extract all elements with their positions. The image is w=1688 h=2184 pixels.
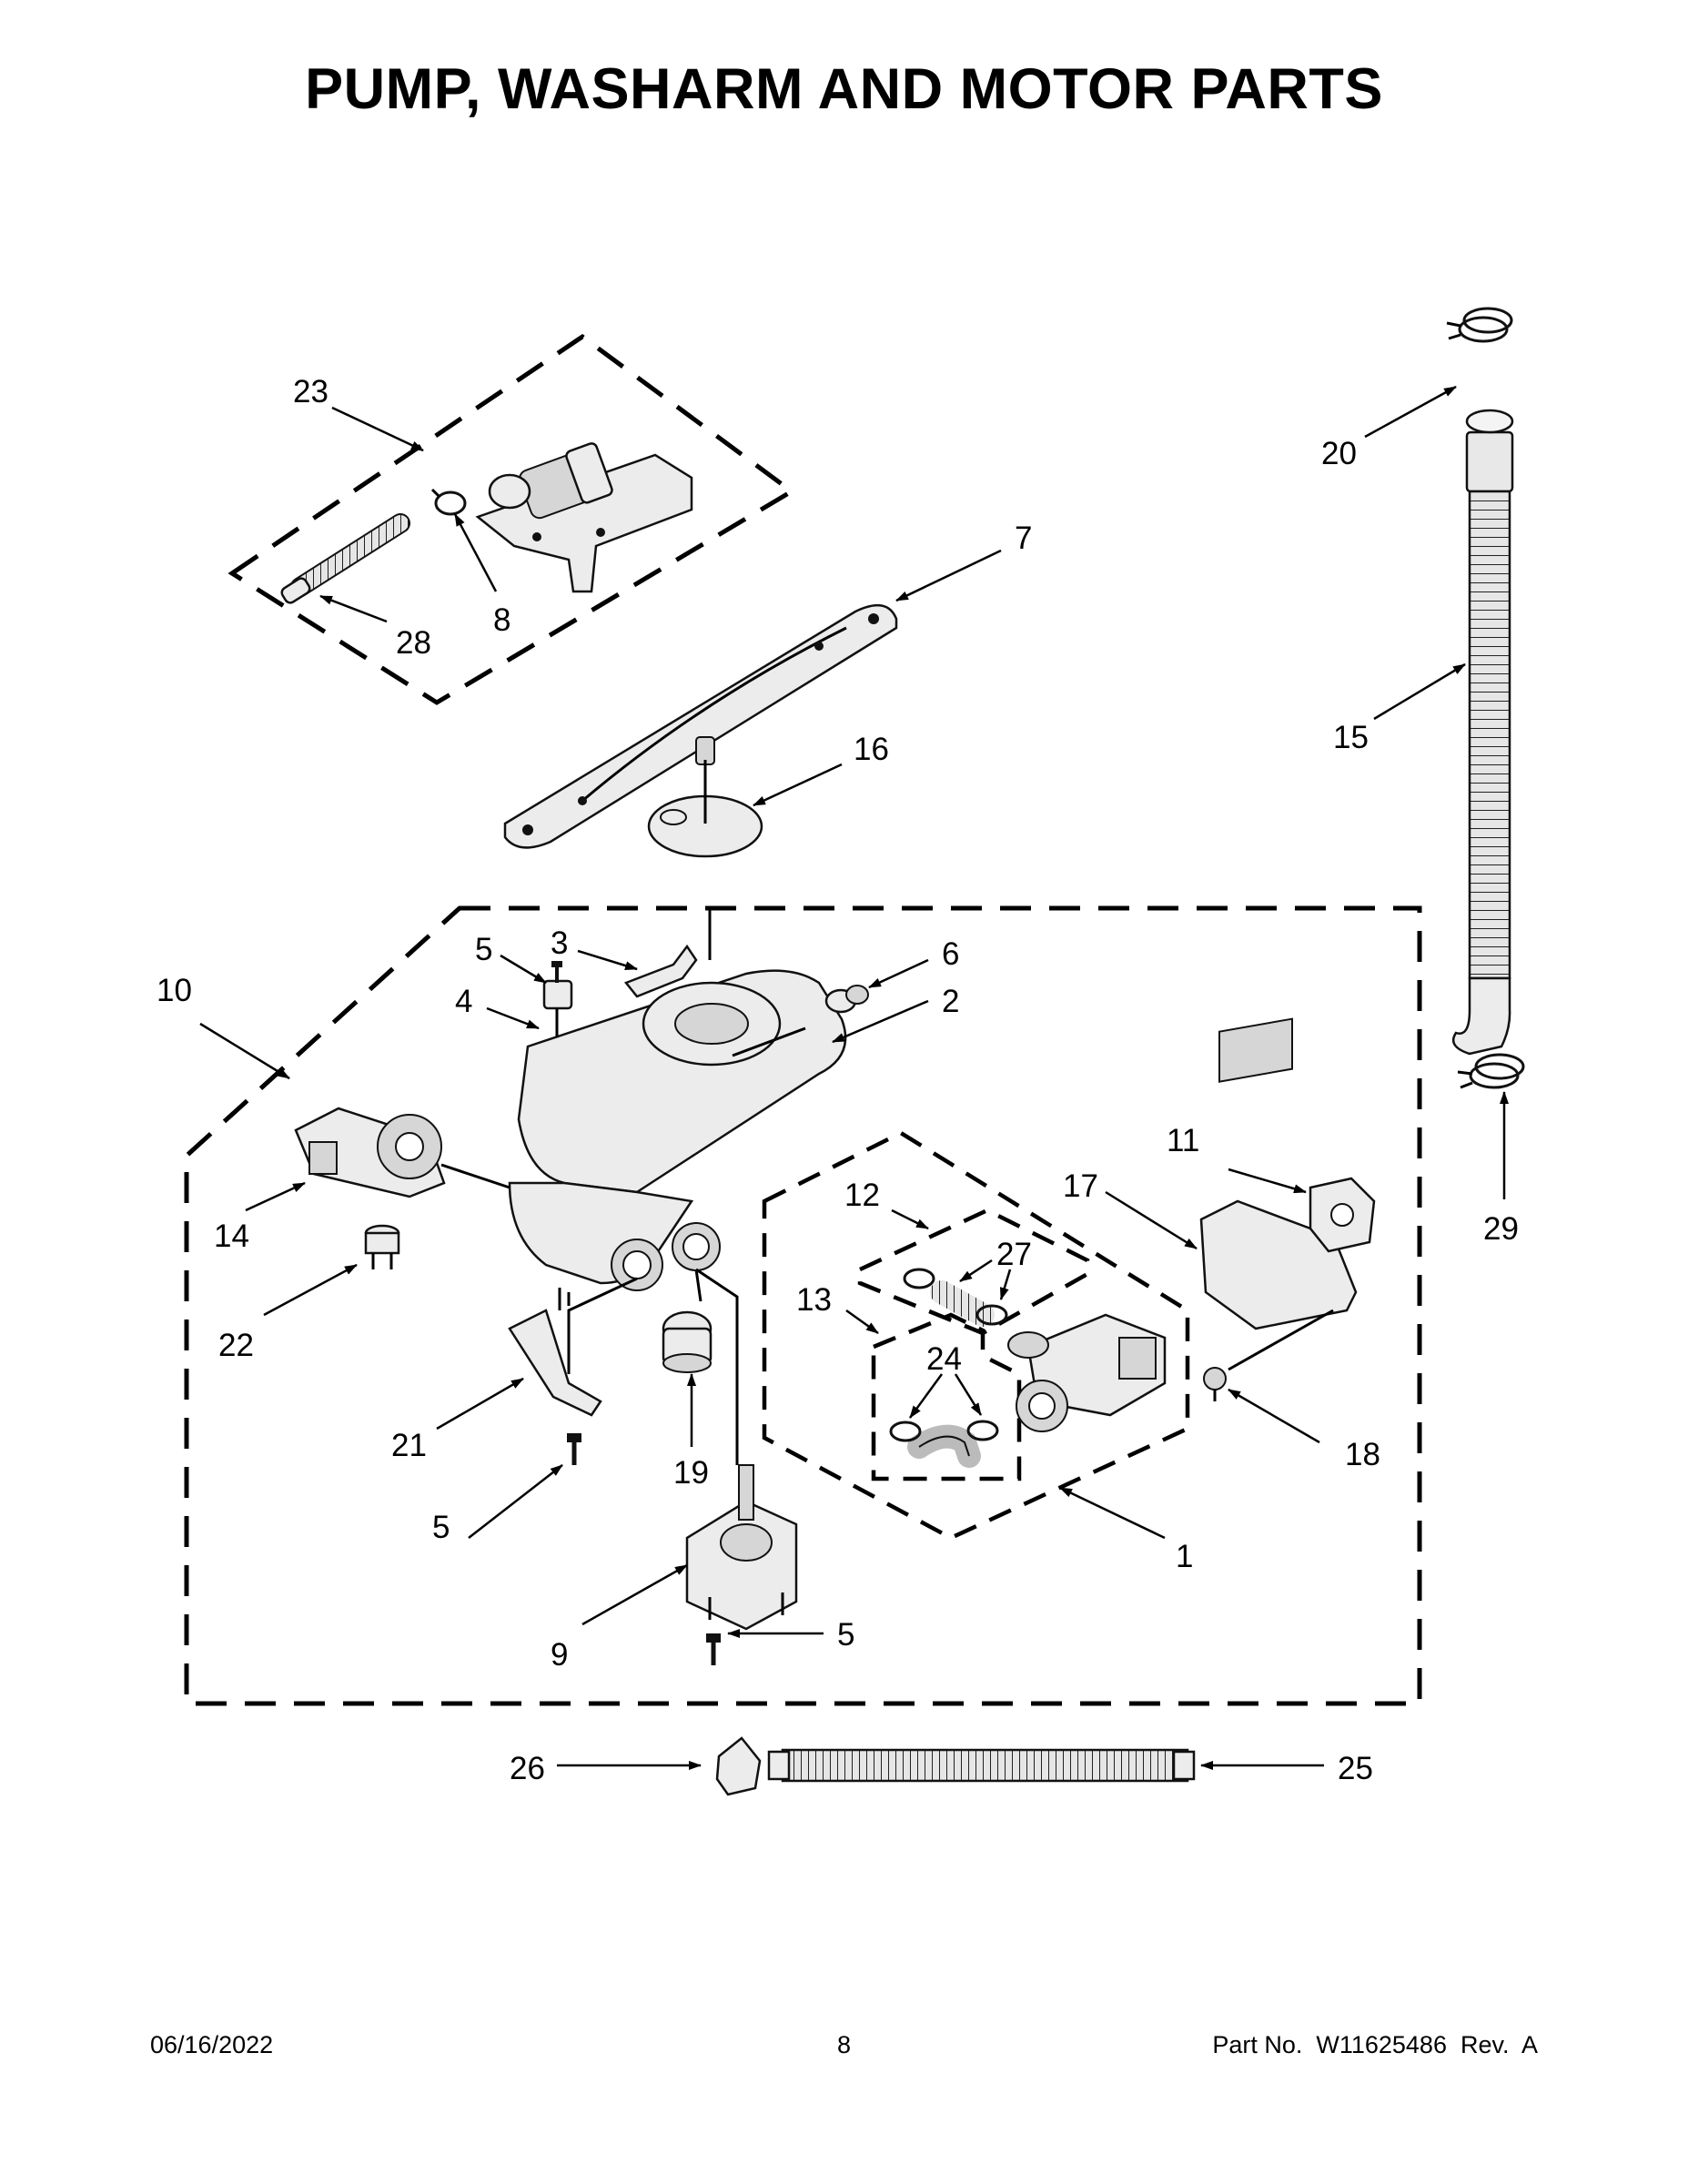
callout-20: 20 <box>1321 436 1357 471</box>
part-14-motor <box>294 1107 510 1198</box>
part-5-screw-bottom <box>706 1633 721 1665</box>
part-22-thermostat <box>364 1224 400 1269</box>
callout-10: 10 <box>157 973 192 1008</box>
connector-lines <box>567 910 806 1465</box>
part-28-hose <box>280 513 410 604</box>
part-1-drain-pump <box>1007 1313 1167 1432</box>
part-2-sump <box>508 969 847 1291</box>
part-4-sensor <box>542 979 573 1037</box>
part-25-hose <box>767 1748 1196 1783</box>
group-1-boundary <box>762 1130 1190 1541</box>
callout-13: 13 <box>796 1282 832 1318</box>
callout-14: 14 <box>214 1218 249 1254</box>
callout-26: 26 <box>510 1751 545 1786</box>
callout-7: 7 <box>1015 521 1032 556</box>
part-5-screw-left <box>567 1433 581 1465</box>
leader-arrows <box>199 385 1509 1770</box>
callout-21: 21 <box>391 1428 427 1463</box>
part-15-drain-hose <box>1451 409 1514 1056</box>
group-12-boundary <box>857 1208 1090 1336</box>
part-18-screw <box>1203 1367 1227 1401</box>
callout-16: 16 <box>854 732 889 767</box>
callout-24: 24 <box>926 1341 962 1377</box>
callout-5-top: 5 <box>475 932 492 967</box>
callout-18: 18 <box>1345 1437 1380 1472</box>
callout-4: 4 <box>455 984 472 1019</box>
callout-25: 25 <box>1338 1751 1373 1786</box>
callout-19: 19 <box>673 1455 709 1491</box>
part-9-pump-base <box>685 1464 798 1631</box>
footer-date: 06/16/2022 <box>150 2031 274 2058</box>
part-29-clamp <box>1457 1053 1525 1089</box>
callout-23: 23 <box>293 374 329 410</box>
callout-29: 29 <box>1483 1211 1519 1247</box>
group-10-boundary <box>184 905 1422 1706</box>
part-6-grommet <box>824 985 869 1014</box>
callout-17: 17 <box>1063 1168 1098 1204</box>
part-11-mount <box>1309 1177 1376 1253</box>
callout-22: 22 <box>218 1328 254 1363</box>
part-17-bracket <box>1199 1017 1358 1330</box>
part-24-clamps-elbow <box>889 1420 999 1468</box>
connector-18-17 <box>1228 1309 1334 1371</box>
part-23-diverter-motor <box>475 442 693 593</box>
part-8-clamp <box>430 488 467 516</box>
callout-15: 15 <box>1333 720 1369 755</box>
page-title: PUMP, WASHARM AND MOTOR PARTS <box>305 57 1383 121</box>
callout-5-bottom: 5 <box>837 1617 854 1653</box>
part-20-clamp <box>1446 307 1513 343</box>
callout-28: 28 <box>396 625 431 661</box>
callout-2: 2 <box>942 984 959 1019</box>
callout-3: 3 <box>551 925 568 961</box>
callout-12: 12 <box>844 1178 880 1213</box>
callout-27: 27 <box>996 1237 1032 1272</box>
callout-11: 11 <box>1167 1123 1199 1158</box>
part-21-bracket <box>508 1288 602 1417</box>
footer-page-number: 8 <box>836 2031 852 2058</box>
callout-labels: 23 8 28 7 16 20 15 29 10 5 3 4 6 2 14 22… <box>157 374 1519 1786</box>
part-7-wash-arm <box>503 603 898 849</box>
callout-8: 8 <box>493 602 510 638</box>
part-16-filter-disc <box>647 760 763 858</box>
part-27-clamps-hose <box>903 1268 1008 1327</box>
footer-part-number: Part No. W11625486 Rev. A <box>1212 2031 1538 2058</box>
part-26-clip <box>715 1736 762 1796</box>
part-5-screw-top <box>551 961 562 983</box>
callout-6: 6 <box>942 936 959 972</box>
callout-5-left: 5 <box>432 1510 450 1545</box>
part-19-sensor <box>662 1310 713 1373</box>
callout-9: 9 <box>551 1637 568 1673</box>
part-3-bracket <box>623 944 698 998</box>
callout-1: 1 <box>1176 1539 1193 1574</box>
group-13-boundary <box>871 1312 1022 1481</box>
